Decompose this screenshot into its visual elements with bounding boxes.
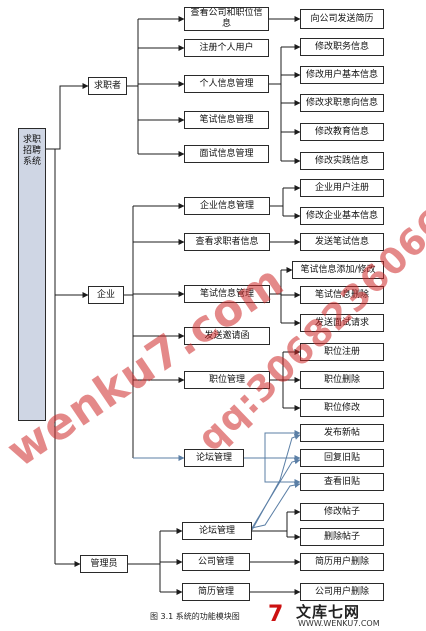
connector-forum-to-view <box>264 458 301 485</box>
node-admin-resume: 简历管理 <box>182 583 250 601</box>
connector-admin-forum-to-view <box>251 482 301 529</box>
leaf-edit-practice: 修改实践信息 <box>300 152 384 170</box>
leaf-view-old: 查看旧贴 <box>300 473 384 491</box>
node-admin-company: 公司管理 <box>182 553 250 571</box>
leaf-send-written: 发送笔试信息 <box>300 233 384 251</box>
leaf-delete-post: 删除帖子 <box>300 528 384 546</box>
connector-personal-trunk <box>269 47 282 161</box>
connector-jobseeker-trunk <box>127 19 139 154</box>
logo-name: 文库七网 <box>296 603 361 621</box>
connector-admin-forum-to-post <box>251 434 301 531</box>
connector-admin-forum-trunk <box>252 512 288 537</box>
connector-forum-to-post-new <box>244 430 301 459</box>
leaf-written-delete: 笔试信息删除 <box>300 286 384 304</box>
node-view-company: 查看公司和职位信息 <box>184 7 269 31</box>
leaf-edit-basic: 修改用户基本信息 <box>300 66 384 84</box>
connector-position-trunk <box>270 352 284 408</box>
leaf-send-interview: 发送面试请求 <box>300 314 384 332</box>
module-company: 企业 <box>88 286 124 304</box>
leaf-post-new: 发布新帖 <box>300 424 384 442</box>
leaf-send-resume: 向公司发送简历 <box>300 9 384 29</box>
leaf-resume-delete: 简历用户删除 <box>300 553 384 571</box>
node-written-test: 笔试信息管理 <box>184 111 269 129</box>
node-admin-forum: 论坛管理 <box>182 522 252 540</box>
logo-url: WWW.WENKU7.COM <box>298 619 380 628</box>
leaf-written-add-edit: 笔试信息添加/修改 <box>292 261 384 279</box>
leaf-reply-old: 回复旧贴 <box>300 449 384 467</box>
connector-admin-trunk <box>128 531 161 592</box>
module-jobseeker: 求职者 <box>88 77 127 95</box>
leaf-position-delete: 职位删除 <box>300 371 384 389</box>
node-interview: 面试信息管理 <box>184 145 269 163</box>
leaf-company-register: 企业用户注册 <box>300 179 384 197</box>
module-admin: 管理员 <box>80 555 128 573</box>
leaf-position-edit: 职位修改 <box>300 399 384 417</box>
site-logo: 7 文库七网 WWW.WENKU7.COM <box>266 600 424 630</box>
node-send-invite: 发送邀请函 <box>184 327 270 345</box>
leaf-edit-education: 修改教育信息 <box>300 123 384 141</box>
node-view-seeker: 查看求职者信息 <box>184 233 270 251</box>
connector-root-trunk <box>46 148 56 564</box>
node-position-mgmt: 职位管理 <box>184 371 270 389</box>
connector-company-info-trunk <box>270 188 284 216</box>
figure-caption: 图 3.1 系统的功能模块图 <box>150 612 240 621</box>
leaf-edit-company-basic: 修改企业基本信息 <box>300 207 384 225</box>
node-company-info: 企业信息管理 <box>184 197 270 215</box>
leaf-edit-post: 修改帖子 <box>300 503 384 521</box>
leaf-edit-intention: 修改求职意向信息 <box>300 94 384 112</box>
node-personal-info: 个人信息管理 <box>184 75 269 93</box>
connector-written-trunk <box>270 270 282 323</box>
leaf-position-register: 职位注册 <box>300 343 384 361</box>
node-written-mgmt: 笔试信息管理 <box>184 285 270 303</box>
leaf-company-user-delete: 公司用户删除 <box>300 583 384 601</box>
node-company-forum: 论坛管理 <box>184 449 244 467</box>
root-node: 求职招聘系统 <box>18 128 46 421</box>
leaf-edit-duties: 修改职务信息 <box>300 38 384 56</box>
connector-company-trunk <box>124 206 134 458</box>
logo-mark: 7 <box>268 602 284 627</box>
node-register: 注册个人用户 <box>184 39 269 57</box>
connector-to-jobseeker <box>55 83 89 150</box>
